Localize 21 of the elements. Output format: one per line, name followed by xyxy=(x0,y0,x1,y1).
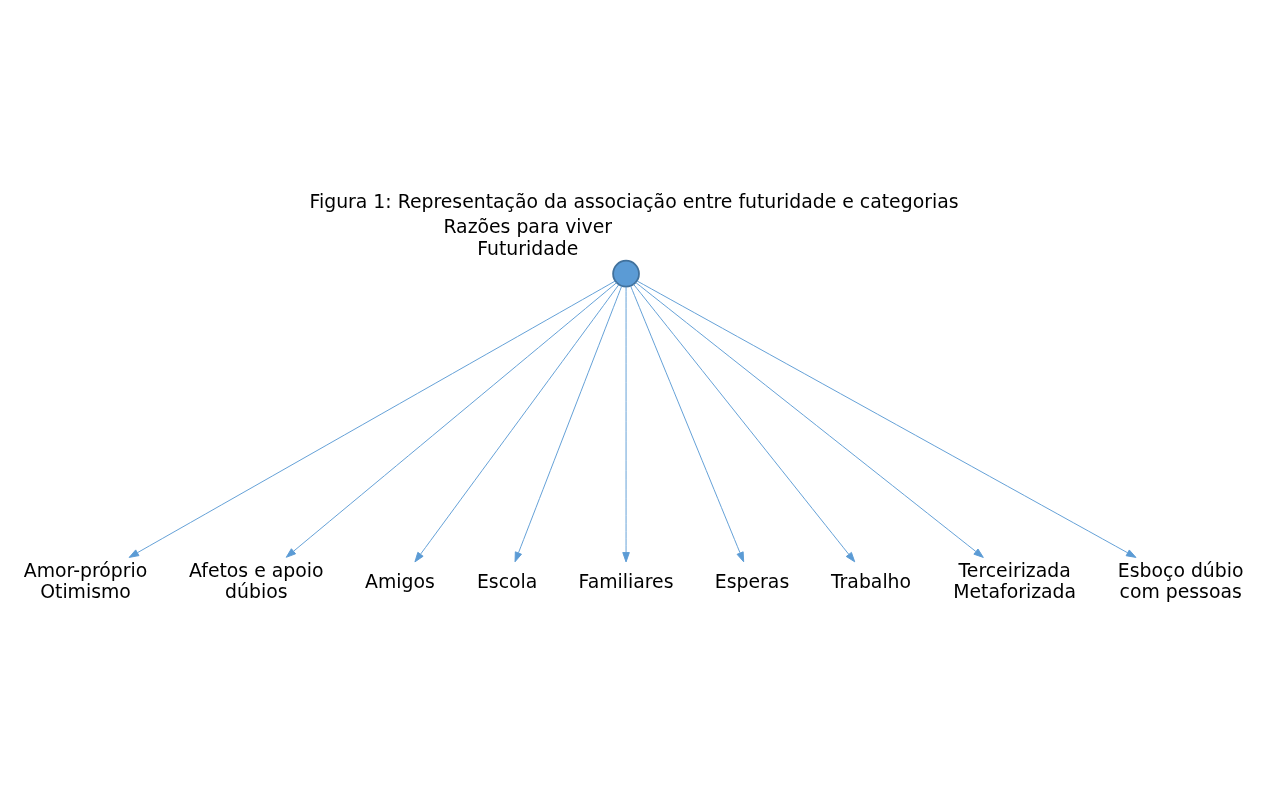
arrow xyxy=(633,283,856,562)
node-text: Escola xyxy=(476,570,538,592)
node-circle xyxy=(612,259,640,287)
node-text: Afetos e apoio dúbios xyxy=(189,559,324,602)
node-text: Terceirizada Metaforizada xyxy=(953,559,1077,602)
node-text: Familiares xyxy=(578,570,674,592)
node-text: Amor-próprio Otimismo xyxy=(23,559,148,602)
arrow xyxy=(636,280,1137,558)
node-text: Esboço dúbio com pessoas xyxy=(1117,559,1244,602)
arrow xyxy=(285,281,617,558)
arrow xyxy=(630,285,745,562)
arrow xyxy=(622,285,630,562)
diagram-title: Figura 1: Representação da associação entre futuridade e categorias xyxy=(309,189,959,211)
node-label: Razões para viver Futuridade xyxy=(443,215,613,259)
node-text: Esperas xyxy=(714,570,790,592)
node-text: Trabalho xyxy=(830,570,912,592)
arrow xyxy=(514,285,623,562)
arrow xyxy=(635,281,984,558)
node-text: Amigos xyxy=(365,570,435,592)
arrow xyxy=(128,280,616,558)
arrow xyxy=(414,283,620,562)
